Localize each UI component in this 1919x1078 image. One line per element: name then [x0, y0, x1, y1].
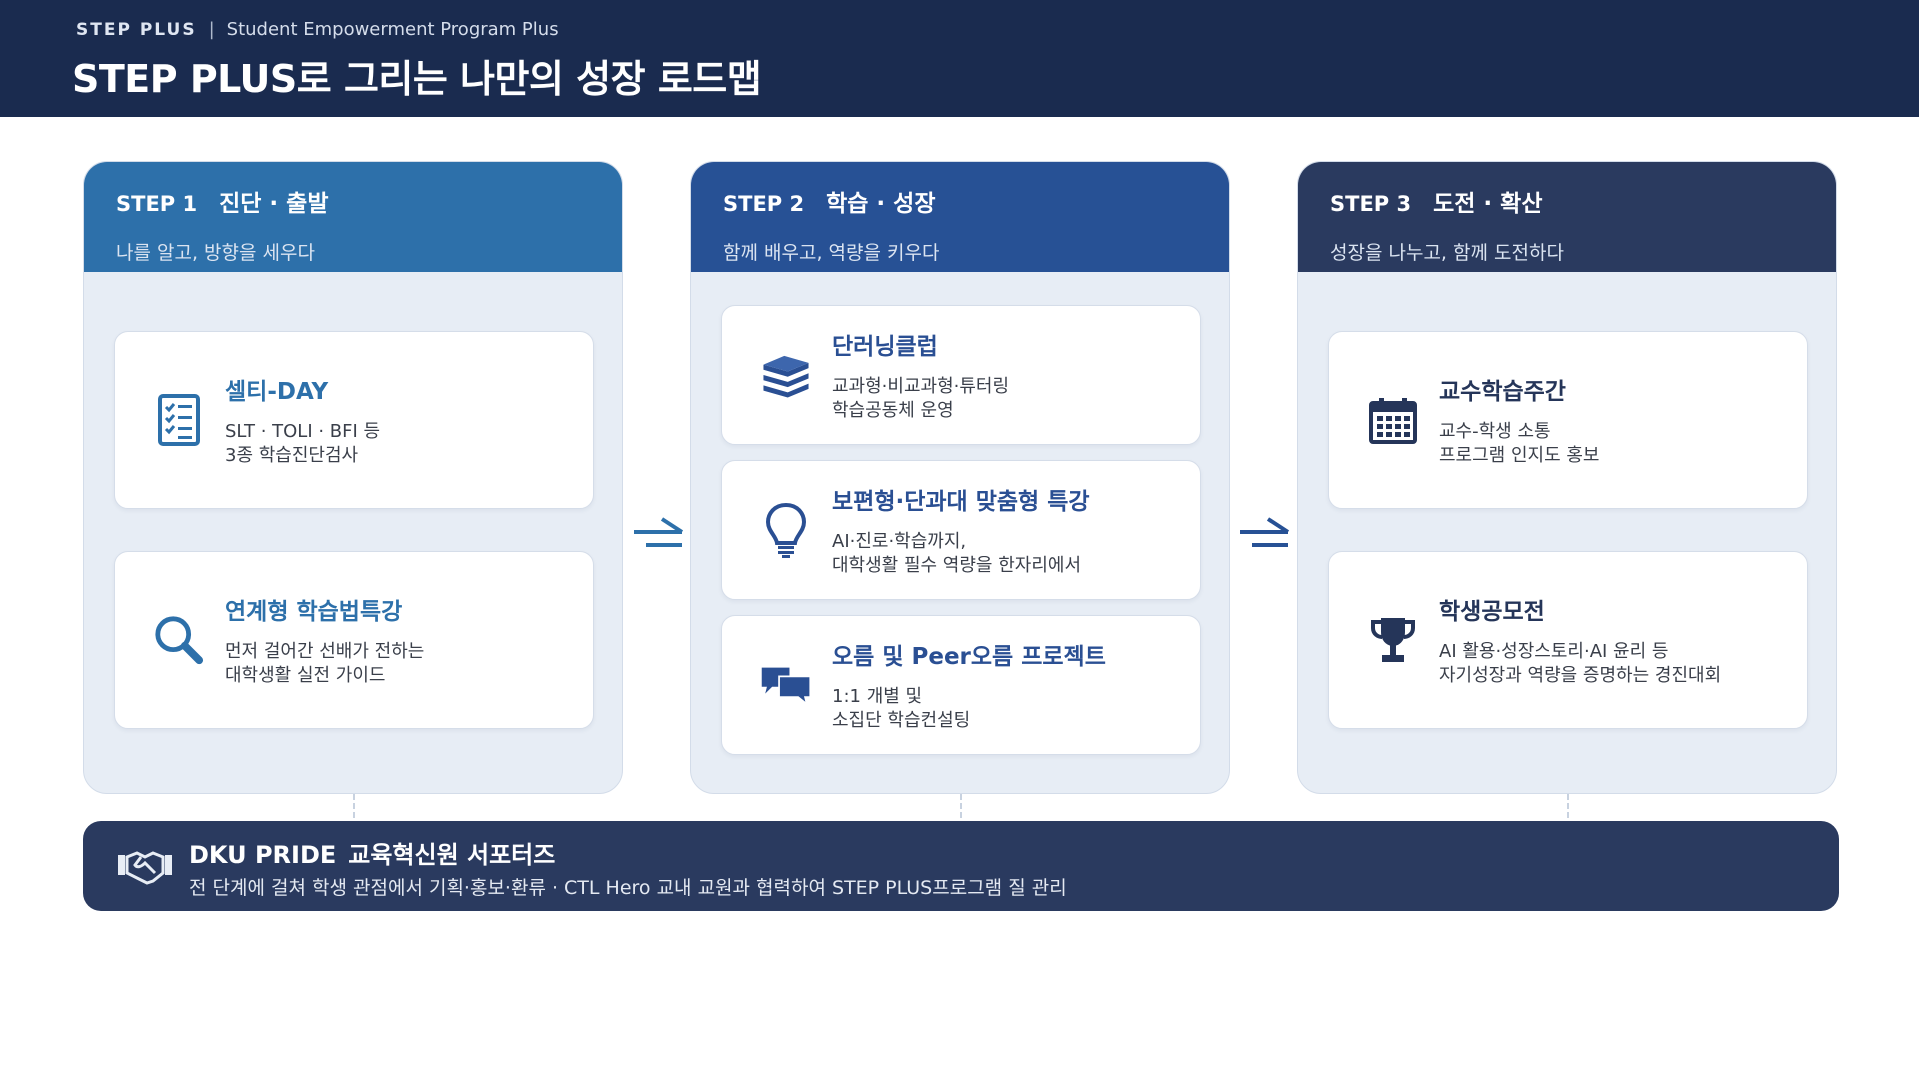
- trophy-icon: [1367, 612, 1419, 668]
- card-title: 보편형·단과대 맞춤형 특강: [832, 489, 1090, 515]
- step-3-desc: 성장을 나누고, 함께 도전하다: [1330, 242, 1564, 264]
- magnifier-icon: [153, 612, 205, 668]
- card-line-2: 자기성장과 역량을 증명하는 경진대회: [1439, 665, 1722, 686]
- calendar-icon: [1367, 392, 1419, 448]
- connector-line-2: [960, 794, 962, 818]
- card-title: 교수학습주간: [1439, 379, 1566, 405]
- card-line-2: 프로그램 인지도 홍보: [1439, 445, 1600, 466]
- step-arrow-1-icon: [634, 517, 684, 547]
- supporters-title-ko: 교육혁신원 서포터즈: [348, 841, 556, 869]
- supporters-desc: 전 단계에 걸쳐 학생 관점에서 기획·홍보·환류 · CTL Hero 교내 …: [189, 877, 1067, 899]
- card-line-1: 교수-학생 소통: [1439, 421, 1551, 442]
- card-linked-study-lecture[interactable]: 연계형 학습법특강 먼저 걸어간 선배가 전하는 대학생활 실전 가이드: [114, 551, 594, 729]
- header-banner: STEP PLUS | Student Empowerment Program …: [0, 0, 1919, 117]
- card-line-2: 소집단 학습컨설팅: [832, 710, 971, 731]
- step-1-name: 진단 · 출발: [219, 191, 329, 217]
- supporters-title-en: DKU PRIDE: [189, 841, 337, 869]
- step-3-name: 도전 · 확산: [1433, 191, 1543, 217]
- card-teaching-week[interactable]: 교수학습주간 교수-학생 소통 프로그램 인지도 홍보: [1328, 331, 1808, 509]
- card-title: 연계형 학습법특강: [225, 599, 403, 625]
- card-title: 단러닝클럽: [832, 334, 938, 360]
- step-3-number: STEP 3: [1330, 192, 1412, 216]
- brand-subtitle: Student Empowerment Program Plus: [226, 19, 559, 40]
- card-special-lecture[interactable]: 보편형·단과대 맞춤형 특강 AI·진로·학습까지, 대학생활 필수 역량을 한…: [721, 460, 1201, 600]
- handshake-icon: [118, 851, 172, 885]
- step-1-header: STEP 1 진단 · 출발 나를 알고, 방향을 세우다: [84, 162, 622, 272]
- step-3-panel: STEP 3 도전 · 확산 성장을 나누고, 함께 도전하다 교수학습주간 교수…: [1297, 161, 1837, 794]
- step-arrow-2-icon: [1240, 517, 1290, 547]
- brand-name: STEP PLUS: [76, 19, 197, 40]
- supporters-banner: DKU PRIDE 교육혁신원 서포터즈 전 단계에 걸쳐 학생 관점에서 기획·…: [83, 821, 1839, 911]
- card-learning-club[interactable]: 단러닝클럽 교과형·비교과형·튜터링 학습공동체 운영: [721, 305, 1201, 445]
- card-line-1: AI 활용·성장스토리·AI 윤리 등: [1439, 641, 1669, 662]
- step-3-header: STEP 3 도전 · 확산 성장을 나누고, 함께 도전하다: [1298, 162, 1836, 272]
- card-line-1: AI·진로·학습까지,: [832, 531, 967, 552]
- card-line-1: 교과형·비교과형·튜터링: [832, 376, 1010, 397]
- brand-line: STEP PLUS | Student Empowerment Program …: [76, 19, 559, 40]
- step-3-title: STEP 3 도전 · 확산: [1330, 184, 1804, 218]
- card-title: 오름 및 Peer오름 프로젝트: [832, 644, 1106, 670]
- card-line-1: SLT · TOLI · BFI 등: [225, 421, 381, 442]
- step-2-header: STEP 2 학습 · 성장 함께 배우고, 역량을 키우다: [691, 162, 1229, 272]
- connector-line-1: [353, 794, 355, 818]
- card-line-1: 1:1 개별 및: [832, 686, 923, 707]
- step-1-number: STEP 1: [116, 192, 198, 216]
- step-2-desc: 함께 배우고, 역량을 키우다: [723, 242, 940, 264]
- card-title: 학생공모전: [1439, 599, 1545, 625]
- step-2-panel: STEP 2 학습 · 성장 함께 배우고, 역량을 키우다 단러닝클럽 교과형·…: [690, 161, 1230, 794]
- page-title: STEP PLUS로 그리는 나만의 성장 로드맵: [72, 57, 762, 101]
- step-2-number: STEP 2: [723, 192, 805, 216]
- step-1-panel: STEP 1 진단 · 출발 나를 알고, 방향을 세우다 셀티-DAY SLT …: [83, 161, 623, 794]
- brand-separator: |: [208, 19, 215, 40]
- card-student-contest[interactable]: 학생공모전 AI 활용·성장스토리·AI 윤리 등 자기성장과 역량을 증명하는…: [1328, 551, 1808, 729]
- card-selti-day[interactable]: 셀티-DAY SLT · TOLI · BFI 등 3종 학습진단검사: [114, 331, 594, 509]
- card-line-2: 대학생활 필수 역량을 한자리에서: [832, 555, 1082, 576]
- step-2-title: STEP 2 학습 · 성장: [723, 184, 1197, 218]
- card-line-2: 3종 학습진단검사: [225, 445, 359, 466]
- step-2-name: 학습 · 성장: [826, 191, 936, 217]
- lightbulb-icon: [760, 502, 812, 558]
- books-icon: [760, 347, 812, 403]
- card-line-1: 먼저 걸어간 선배가 전하는: [225, 641, 425, 662]
- card-title: 셀티-DAY: [225, 379, 329, 405]
- card-line-2: 대학생활 실전 가이드: [225, 665, 386, 686]
- card-line-2: 학습공동체 운영: [832, 400, 954, 421]
- connector-line-3: [1567, 794, 1569, 818]
- supporters-title: DKU PRIDE 교육혁신원 서포터즈: [189, 835, 555, 870]
- checklist-icon: [153, 392, 205, 448]
- step-1-title: STEP 1 진단 · 출발: [116, 184, 590, 218]
- step-1-desc: 나를 알고, 방향을 세우다: [116, 242, 315, 264]
- chat-bubbles-icon: [760, 657, 812, 713]
- card-oreum-project[interactable]: 오름 및 Peer오름 프로젝트 1:1 개별 및 소집단 학습컨설팅: [721, 615, 1201, 755]
